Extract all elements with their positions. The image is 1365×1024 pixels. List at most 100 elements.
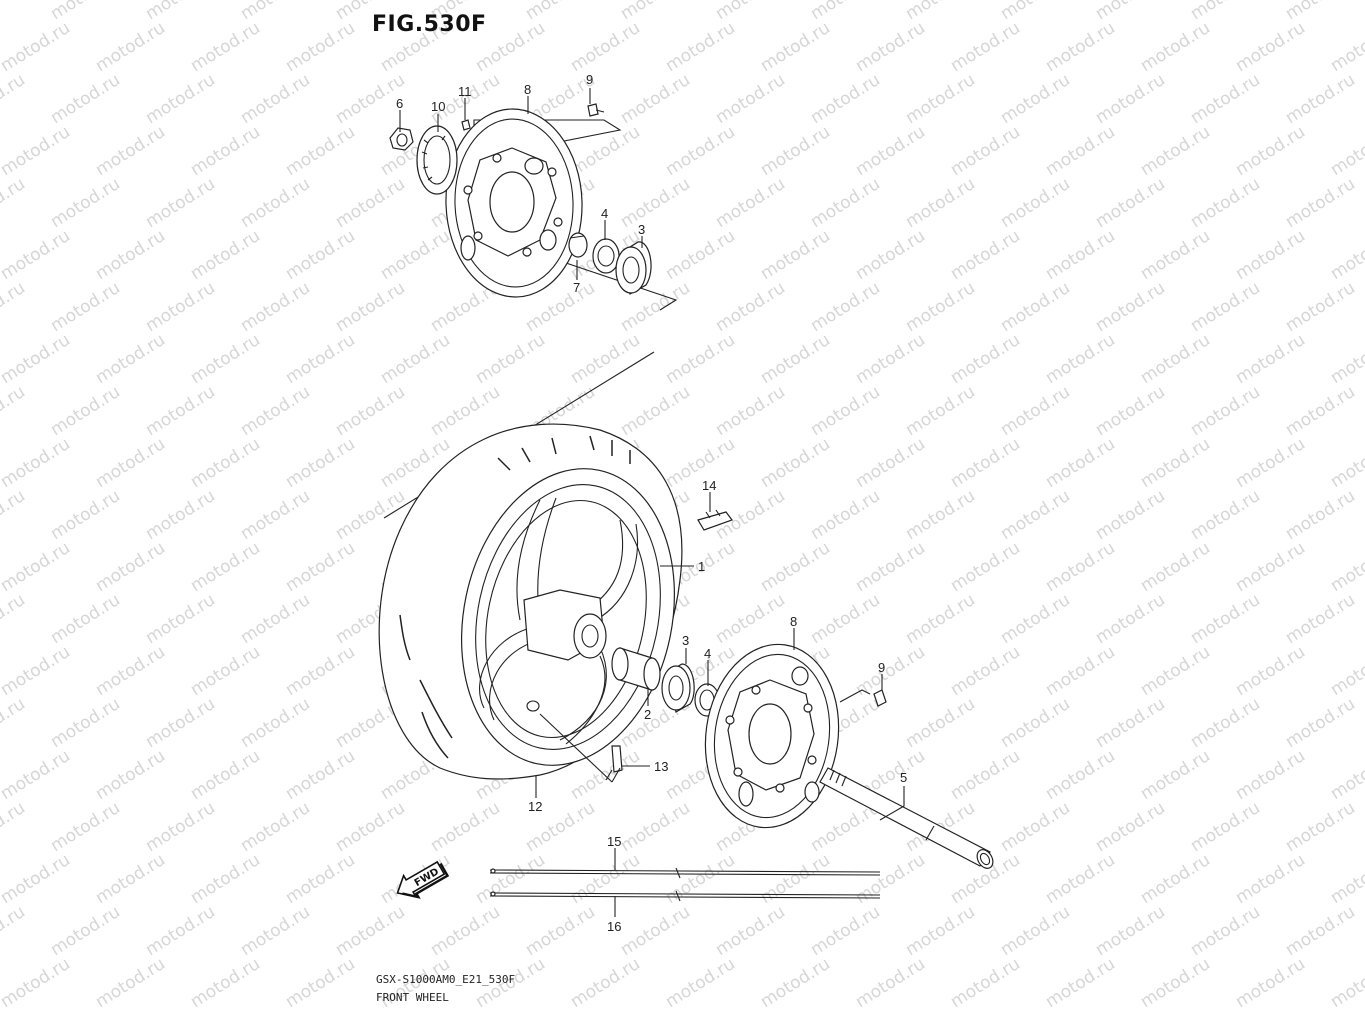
watermark-text: motod.ru	[947, 954, 1024, 1012]
watermark-text: motod.ru	[47, 70, 124, 128]
watermark-text: motod.ru	[142, 798, 219, 856]
watermark-text: motod.ru	[187, 18, 264, 76]
watermark-text: motod.ru	[0, 382, 29, 440]
watermark-text: motod.ru	[0, 590, 29, 648]
bearing-3-upper	[615, 241, 652, 295]
watermark-text: motod.ru	[1042, 850, 1119, 908]
watermark-text: motod.ru	[1327, 954, 1365, 1012]
watermark-text: motod.ru	[1092, 382, 1169, 440]
watermark-text: motod.ru	[92, 122, 169, 180]
watermark-text: motod.ru	[662, 434, 739, 492]
watermark-text: motod.ru	[712, 382, 789, 440]
right-side-parts	[539, 509, 994, 869]
watermark-text: motod.ru	[332, 382, 409, 440]
callout-4-upper: 4	[601, 206, 608, 221]
watermark-text: motod.ru	[1187, 382, 1264, 440]
watermark-text: motod.ru	[1137, 122, 1214, 180]
watermark-text: motod.ru	[282, 538, 359, 596]
watermark-text: motod.ru	[142, 278, 219, 336]
watermark-text: motod.ru	[852, 226, 929, 284]
watermark-text: motod.ru	[142, 382, 219, 440]
watermark-text: motod.ru	[1187, 278, 1264, 336]
fwd-arrow-icon: FWD	[396, 860, 450, 899]
watermark-text: motod.ru	[757, 330, 834, 388]
watermark-text: motod.ru	[1042, 746, 1119, 804]
watermark-text: motod.ru	[902, 590, 979, 648]
section-name: FRONT WHEEL	[376, 991, 449, 1004]
watermark-text: motod.ru	[377, 226, 454, 284]
watermark-text: motod.ru	[902, 174, 979, 232]
watermark-text: motod.ru	[0, 278, 29, 336]
watermark-text: motod.ru	[1137, 642, 1214, 700]
brake-disc-upper	[445, 108, 583, 298]
watermark-text: motod.ru	[472, 850, 549, 908]
sensor-rotor-10	[416, 125, 458, 195]
watermark-text: motod.ru	[947, 434, 1024, 492]
watermark-text: motod.ru	[1042, 18, 1119, 76]
watermark-text: motod.ru	[47, 694, 124, 752]
watermark-text: motod.ru	[902, 382, 979, 440]
watermark-text: motod.ru	[1187, 694, 1264, 752]
watermark-text: motod.ru	[92, 18, 169, 76]
watermark-text: motod.ru	[947, 18, 1024, 76]
watermark-text: motod.ru	[807, 590, 884, 648]
watermark-text: motod.ru	[1232, 434, 1309, 492]
watermark-text: motod.ru	[1092, 902, 1169, 960]
callout-leaders	[399, 88, 905, 917]
watermark-text: motod.ru	[0, 694, 29, 752]
watermark-text: motod.ru	[567, 122, 644, 180]
watermark-text: motod.ru	[282, 954, 359, 1012]
tire-tread-marks	[399, 614, 453, 759]
watermark-text: motod.ru	[92, 746, 169, 804]
watermark-text: motod.ru	[852, 122, 929, 180]
watermark-text: motod.ru	[237, 70, 314, 128]
watermark-text: motod.ru	[1327, 850, 1365, 908]
watermark-text: motod.ru	[852, 434, 929, 492]
watermark-text: motod.ru	[1137, 538, 1214, 596]
bolt-9-lower	[873, 689, 887, 707]
watermark-text: motod.ru	[947, 330, 1024, 388]
model-code: GSX-S1000AM0_E21_530F	[376, 973, 516, 986]
watermark-text: motod.ru	[807, 486, 884, 544]
watermark-text: motod.ru	[1327, 746, 1365, 804]
callout-7: 7	[573, 280, 580, 295]
watermark-text: motod.ru	[757, 434, 834, 492]
watermark-text: motod.ru	[712, 70, 789, 128]
callout-13: 13	[654, 759, 668, 774]
watermark-text: motod.ru	[567, 954, 644, 1012]
watermark-text: motod.ru	[852, 850, 929, 908]
watermark-text: motod.ru	[92, 226, 169, 284]
watermark-text: motod.ru	[47, 382, 124, 440]
watermark-text: motod.ru	[997, 798, 1074, 856]
watermark-text: motod.ru	[0, 122, 74, 180]
watermark-text: motod.ru	[1232, 642, 1309, 700]
watermark-text: motod.ru	[1282, 174, 1359, 232]
watermark-text: motod.ru	[92, 330, 169, 388]
watermark-text: motod.ru	[1187, 70, 1264, 128]
watermark-text: motod.ru	[47, 798, 124, 856]
watermark-text: motod.ru	[757, 18, 834, 76]
watermark-text: motod.ru	[947, 122, 1024, 180]
watermark-text: motod.ru	[807, 382, 884, 440]
watermark-text: motod.ru	[997, 70, 1074, 128]
watermark-text: motod.ru	[47, 278, 124, 336]
watermark-text: motod.ru	[1187, 902, 1264, 960]
watermark-text: motod.ru	[0, 538, 74, 596]
watermark-text: motod.ru	[1092, 174, 1169, 232]
watermark-text: motod.ru	[92, 434, 169, 492]
watermark-text: motod.ru	[1092, 486, 1169, 544]
watermark-text: motod.ru	[1042, 642, 1119, 700]
callout-9-upper: 9	[586, 72, 593, 87]
upper-brake-disc-group	[389, 103, 678, 311]
watermark-text: motod.ru	[282, 434, 359, 492]
wheel-hub	[523, 589, 607, 661]
watermark-text: motod.ru	[377, 330, 454, 388]
watermark-text: motod.ru	[0, 0, 29, 24]
watermark-text: motod.ru	[662, 18, 739, 76]
watermark-text: motod.ru	[1232, 330, 1309, 388]
watermark-text: motod.ru	[852, 18, 929, 76]
air-valve-13	[605, 745, 623, 781]
watermark-text: motod.ru	[902, 278, 979, 336]
